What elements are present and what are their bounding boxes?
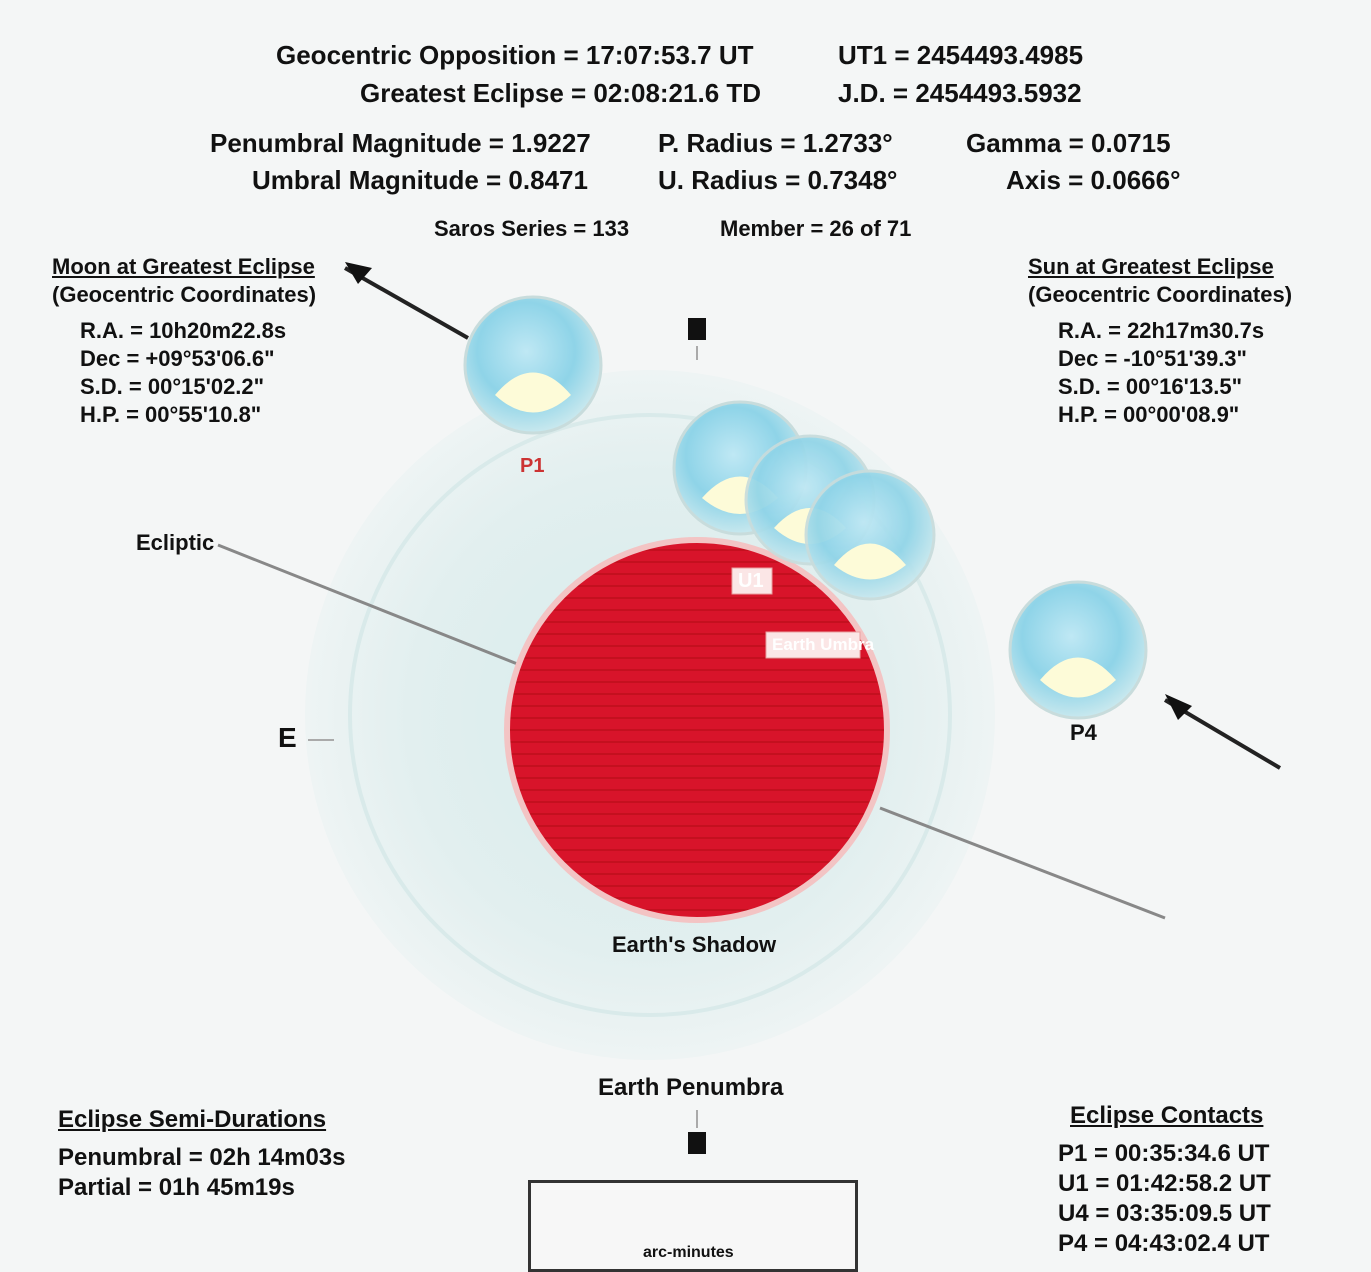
header-penumbral-magnitude: Penumbral Magnitude = 1.9227 (210, 128, 591, 158)
moon-p1 (463, 295, 603, 435)
label-south-caption: Earth Penumbra (598, 1074, 784, 1101)
label-earth-umbra: Earth Umbra (772, 635, 875, 654)
header-jd: J.D. = 2454493.5932 (838, 78, 1082, 108)
umbra-disk (504, 537, 890, 923)
moon-sd: S.D. = 00°15'02.2" (80, 374, 265, 399)
north-marker (688, 318, 706, 340)
ecliptic-line-right (879, 806, 1166, 920)
sun-sd: S.D. = 00°16'13.5" (1058, 374, 1243, 399)
header-gamma: Gamma = 0.0715 (966, 128, 1171, 158)
south-marker (688, 1132, 706, 1154)
moon-hp: H.P. = 00°55'10.8" (80, 402, 262, 427)
label-p1: P1 (520, 455, 545, 477)
contact-p4: P4 = 04:43:02.4 UT (1058, 1230, 1270, 1257)
label-u1: U1 (738, 570, 764, 592)
contact-p1: P1 = 00:35:34.6 UT (1058, 1140, 1270, 1167)
header-axis: Axis = 0.0666° (1006, 165, 1181, 195)
scale-box: arc-minutes (528, 1180, 858, 1272)
earth-umbra-label-box (765, 631, 861, 659)
ecliptic-line-left (217, 543, 521, 667)
penumbra-edge (348, 413, 952, 1017)
header-saros-series: Saros Series = 133 (434, 216, 630, 241)
moon-u4 (804, 469, 936, 601)
semi-duration-penumbral: Penumbral = 02h 14m03s (58, 1144, 346, 1171)
moon-ra: R.A. = 10h20m22.8s (80, 318, 287, 343)
moon-path-upper (344, 266, 469, 340)
sun-coords-subtitle: (Geocentric Coordinates) (1028, 282, 1293, 307)
moon-p4 (1008, 580, 1148, 720)
label-ecliptic: Ecliptic (136, 530, 215, 555)
eclipse-contacts-title: Eclipse Contacts (1070, 1102, 1264, 1129)
header-u-radius: U. Radius = 0.7348° (658, 165, 898, 195)
header-umbral-magnitude: Umbral Magnitude = 0.8471 (252, 165, 588, 195)
header-greatest-eclipse: Greatest Eclipse = 02:08:21.6 TD (360, 78, 762, 108)
sun-coords-title: Sun at Greatest Eclipse (1028, 254, 1274, 279)
moon-path-arrow (345, 262, 372, 284)
sun-coordinates-block: Sun at Greatest Eclipse (Geocentric Coor… (1028, 256, 1292, 432)
moon-dec: Dec = +09°53'06.6" (80, 346, 275, 371)
eclipse-contacts-block: Eclipse Contacts P1 = 00:35:34.6 UT U1 =… (1058, 1104, 1271, 1262)
moon-path-arrow-lower (1165, 694, 1192, 720)
sun-ra: R.A. = 22h17m30.7s (1058, 318, 1265, 343)
u1-label-box (731, 567, 773, 595)
contact-u1: U1 = 01:42:58.2 UT (1058, 1170, 1271, 1197)
header-p-radius: P. Radius = 1.2733° (658, 128, 893, 158)
scale-caption: arc-minutes (643, 1244, 734, 1261)
semi-duration-partial: Partial = 01h 45m19s (58, 1174, 295, 1201)
moon-coords-subtitle: (Geocentric Coordinates) (52, 282, 317, 307)
label-east: E (278, 722, 297, 753)
label-earth-shadow: Earth's Shadow (612, 932, 777, 957)
sun-hp: H.P. = 00°00'08.9" (1058, 402, 1240, 427)
header-ut1: UT1 = 2454493.4985 (838, 40, 1084, 70)
semi-durations-title: Eclipse Semi-Durations (58, 1106, 327, 1133)
sun-dec: Dec = -10°51'39.3" (1058, 346, 1247, 371)
label-p4: P4 (1070, 720, 1097, 745)
moon-coords-title: Moon at Greatest Eclipse (52, 254, 315, 279)
contact-u4: U4 = 03:35:09.5 UT (1058, 1200, 1271, 1227)
header-member: Member = 26 of 71 (720, 216, 912, 241)
header-opposition: Geocentric Opposition = 17:07:53.7 UT (276, 40, 754, 70)
semi-durations-block: Eclipse Semi-Durations Penumbral = 02h 1… (58, 1108, 345, 1206)
moon-coordinates-block: Moon at Greatest Eclipse (Geocentric Coo… (52, 256, 316, 432)
